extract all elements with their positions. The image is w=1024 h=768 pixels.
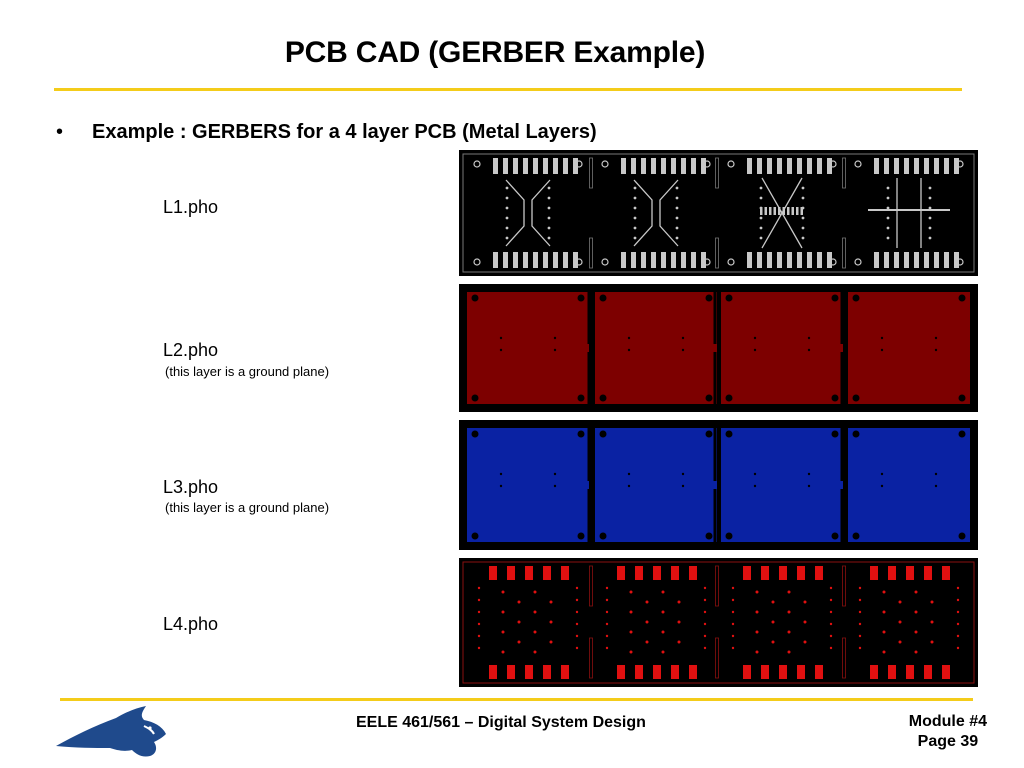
footer-page-info: Module #4 Page 39 [909,712,987,752]
bullet-item: • Example : GERBERS for a 4 layer PCB (Me… [56,121,597,144]
gerber-image-l4 [459,558,978,687]
university-logo [54,704,170,765]
slide-title: PCB CAD (GERBER Example) [284,36,706,69]
footer-course: EELE 461/561 – Digital System Design [356,714,646,731]
bullet-text: Example : GERBERS for a 4 layer PCB (Met… [92,121,597,143]
gerber-image-l1 [459,150,978,276]
footer-module: Module #4 [908,713,987,730]
layer-label-l4: L4.pho [163,614,219,634]
gerber-image-l2 [459,284,978,412]
layer-label-l3: L3.pho [163,477,219,497]
footer-divider [60,698,973,701]
gerber-image-l3 [459,420,978,550]
footer-page: Page 39 [917,733,979,750]
layer-note-l3: (this layer is a ground plane) [165,500,330,515]
layer-label-l1: L1.pho [163,197,219,217]
title-divider [54,88,962,91]
layer-label-l2: L2.pho [163,340,219,360]
bullet-marker: • [56,121,64,143]
layer-note-l2: (this layer is a ground plane) [165,364,330,379]
